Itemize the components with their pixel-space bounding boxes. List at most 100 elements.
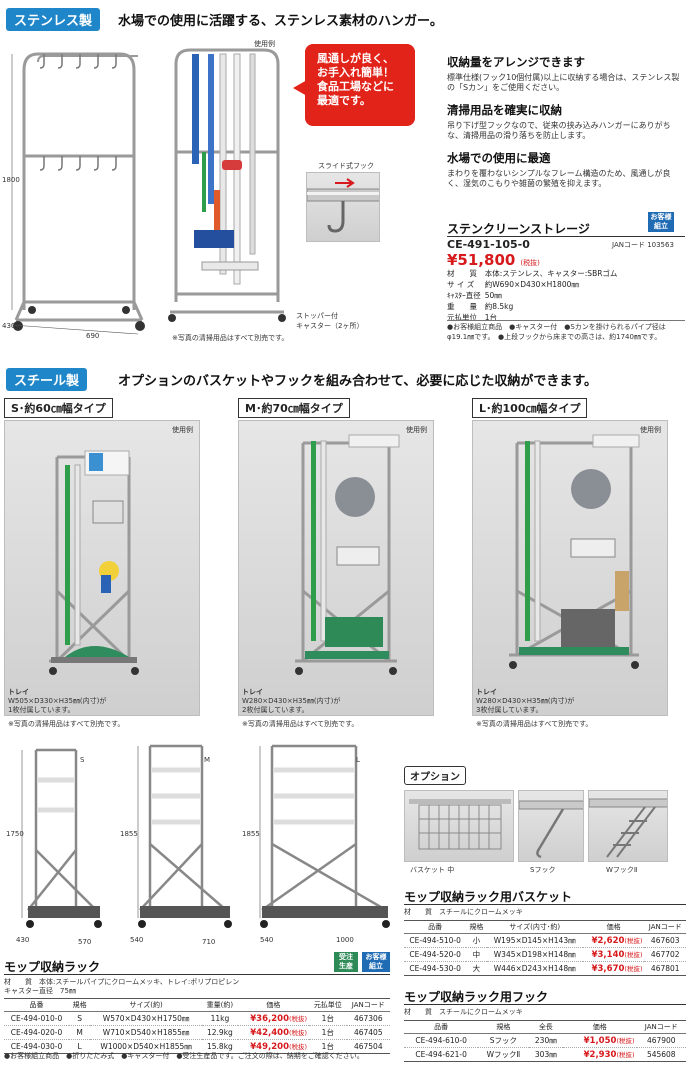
cell-code: CE-494-020-0: [4, 1025, 70, 1040]
cell-code: CE-494-520-0: [404, 947, 467, 962]
price-value: ¥42,400: [250, 1028, 289, 1038]
type-m-tray-count: 2枚付属しています。: [242, 706, 309, 714]
cell-jan: 467603: [644, 933, 686, 948]
cell-spec: Sフック: [478, 1033, 529, 1048]
rack-assembled-line2: 組立: [369, 962, 383, 970]
rack-divider: [4, 974, 390, 975]
cell-size: W446×D243×H148㎜: [486, 961, 583, 976]
col-price: 価格: [563, 1020, 637, 1034]
stainless-features: 収納量をアレンジできます 標準仕様(フック10個付属)以上に収納する場合は、ステ…: [447, 54, 685, 189]
cell-unit: 1台: [309, 1011, 347, 1026]
cell-weight: 11kg: [202, 1011, 238, 1026]
price-tax: (税抜): [624, 965, 643, 973]
type-s-photo: [4, 420, 200, 716]
stainless-rack-drawing: [4, 40, 154, 340]
option-s-hook-photo: [518, 790, 584, 862]
option-s-hook-label: Sフック: [530, 866, 556, 874]
cell-code: CE-494-610-0: [404, 1033, 479, 1048]
cell-size: W345×D198×H148㎜: [486, 947, 583, 962]
type-m-photo: [238, 420, 434, 716]
table-row: CE-494-520-0 中 W345×D198×H148㎜ ¥3,140(税抜…: [404, 947, 686, 962]
cell-jan: 467306: [346, 1011, 390, 1026]
feature-title-1: 収納量をアレンジできます: [447, 55, 585, 69]
table-row: CE-494-621-0 WフックⅡ 303㎜ ¥2,930(税抜) 54560…: [404, 1047, 686, 1062]
rack-notes: ●お客様組立商品 ●折りたたみ式 ●キャスター付 ●受注生産品です。ご注文の際は…: [4, 1052, 364, 1060]
cell-price: ¥2,620(税抜): [582, 933, 645, 948]
hook-title: モップ収納ラック用フック: [404, 990, 549, 1004]
col-spec: 規格: [478, 1020, 529, 1034]
col-jan: JANコード: [636, 1020, 686, 1034]
stainless-tax: (税抜): [520, 259, 540, 267]
stainless-product-name: ステンクリーンストレージ: [447, 222, 590, 236]
col-spec: 規格: [69, 998, 91, 1012]
cell-spec: 大: [466, 961, 487, 976]
col-spec: 規格: [466, 920, 487, 934]
cell-weight: 12.9kg: [202, 1025, 238, 1040]
rack-m-size: M: [204, 756, 211, 764]
cell-price: ¥49,200(税抜): [237, 1039, 310, 1054]
cell-jan: 467405: [346, 1025, 390, 1040]
type-s-tray-count: 1枚付属しています。: [8, 706, 75, 714]
feature-body-1: 標準仕様(フック10個付属)以上に収納する場合は、ステンレス製の「Sカン」をご使…: [447, 73, 680, 92]
cell-spec: S: [69, 1011, 91, 1026]
type-l-photo: [472, 420, 668, 716]
cell-code: CE-494-010-0: [4, 1011, 70, 1026]
col-jan: JANコード: [346, 998, 390, 1012]
cell-spec: 中: [466, 947, 487, 962]
cell-spec: M: [69, 1025, 91, 1040]
spec-value: 本体:ステンレス、キャスター:SBRゴム: [484, 269, 618, 278]
steel-headline: オプションのバスケットやフックを組み合わせて、必要に応じた収納ができます。: [118, 374, 598, 389]
caster-label: キャスター（2ヶ所）: [296, 322, 364, 330]
stainless-price-row: ¥51,800 (税抜): [447, 250, 540, 269]
stainless-code: CE-491-105-0: [447, 238, 530, 251]
price-tax: (税抜): [624, 937, 643, 945]
slide-hook-photo: [306, 172, 380, 242]
price-tax: (税抜): [616, 1037, 635, 1045]
col-code: 品番: [404, 1020, 479, 1034]
dim-depth: 430: [2, 322, 16, 330]
rack-assembled-badge: お客様 組立: [362, 952, 390, 972]
cell-price: ¥3,140(税抜): [582, 947, 645, 962]
price-tax: (税抜): [624, 951, 643, 959]
option-basket-photo: [404, 790, 514, 862]
assembled-badge-line2: 組立: [654, 222, 668, 230]
cell-price: ¥1,050(税抜): [563, 1033, 637, 1048]
cell-length: 303㎜: [528, 1047, 564, 1062]
price-value: ¥36,200: [250, 1014, 289, 1024]
basket-table: 品番 規格 サイズ(内寸･約) 価格 JANコード CE-494-510-0 小…: [404, 920, 686, 976]
cell-length: 230㎜: [528, 1033, 564, 1048]
callout-line-1: 風通しが良く、: [317, 52, 394, 65]
price-tax: (税抜): [288, 1029, 308, 1037]
rack-assembled-line1: お客様: [365, 953, 387, 961]
type-m-tray: トレイ: [242, 688, 263, 696]
cell-price: ¥36,200(税抜): [237, 1011, 310, 1026]
col-code: 品番: [404, 920, 467, 934]
type-s-tray: トレイ: [8, 688, 29, 696]
price-value: ¥2,620: [591, 936, 625, 946]
stainless-headline: 水場での使用に活躍する、ステンレス素材のハンガー。: [118, 14, 443, 29]
type-m-tray-size: W280×D430×H35㎜(内寸)が: [242, 697, 341, 705]
feature-body-3: まわりを覆わないシンプルなフレーム構造のため、風通しが良く、湿気のこもりや雑菌の…: [447, 169, 671, 188]
stainless-note-1: ●お客様組立商品 ●キャスター付 ●Sカンを掛けられるパイプ径は: [447, 323, 666, 331]
cell-size: W1000×D540×H1855㎜: [90, 1039, 203, 1054]
spec-key: サ イ ズ: [447, 280, 475, 289]
rack-m-depth: 540: [130, 936, 144, 944]
basket-table-header: 品番 規格 サイズ(内寸･約) 価格 JANコード: [404, 920, 686, 934]
stainless-price: ¥51,800: [447, 251, 516, 269]
slide-hook-label: スライド式フック: [318, 162, 374, 170]
cell-jan: 545608: [636, 1047, 686, 1062]
cell-size: W570×D430×H1750㎜: [90, 1011, 203, 1026]
rack-title: モップ収納ラック: [4, 960, 101, 974]
spec-key: ｷｬｽﾀｰ直径: [447, 291, 481, 300]
spec-row: 材 質本体:ステンレス、キャスター:SBRゴム: [445, 268, 619, 279]
type-m-label: M･約70㎝幅タイプ: [238, 398, 350, 418]
spec-value: 1台: [484, 313, 498, 322]
basket-divider: [404, 904, 686, 905]
callout-line-2: お手入れ簡単！: [317, 66, 394, 79]
cell-price: ¥42,400(税抜): [237, 1025, 310, 1040]
order-badge-line1: 受注: [339, 953, 353, 961]
cell-code: CE-494-510-0: [404, 933, 467, 948]
rack-material: 材 質 本体:スチールパイプにクロームメッキ、トレイ:ポリプロピレン: [4, 978, 240, 986]
